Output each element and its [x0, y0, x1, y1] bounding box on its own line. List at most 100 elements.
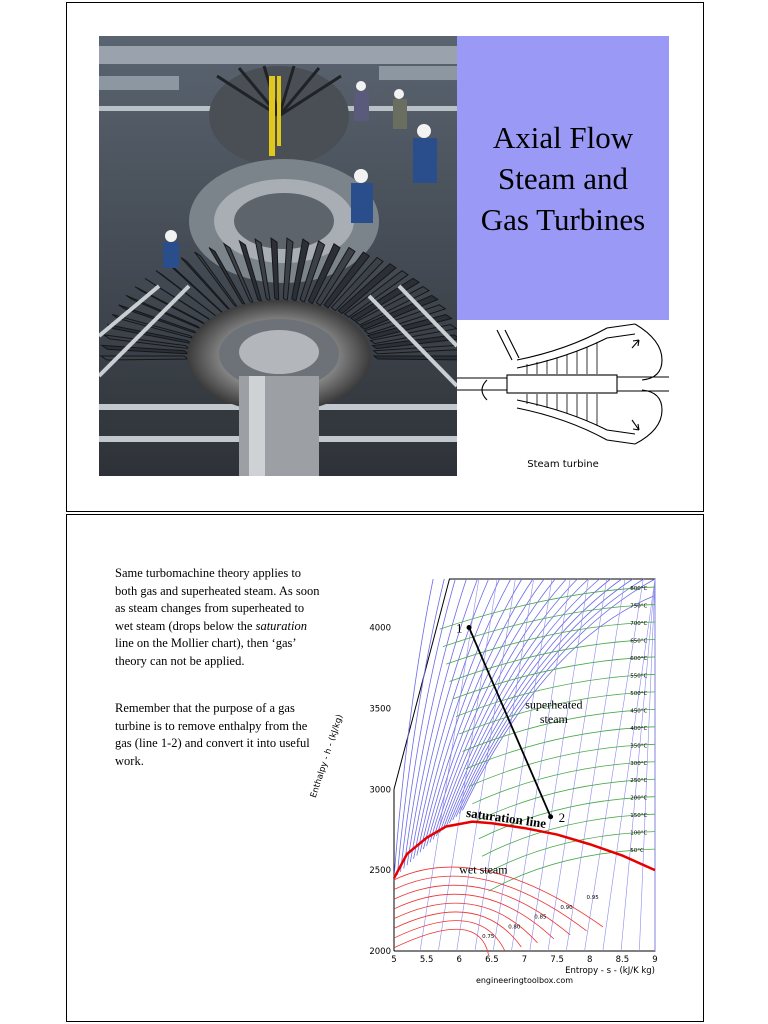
isotherm-line: [459, 691, 656, 735]
saturation-line: [392, 820, 656, 879]
quality-label: 0.75: [482, 934, 495, 940]
turbine-blade: [369, 324, 457, 345]
quality-line: [393, 920, 506, 952]
isotherm-label: 150°C: [630, 813, 647, 819]
paragraph-1: Same turbomachine theory applies to both…: [115, 565, 325, 671]
isobar-line: [396, 578, 445, 876]
volume-line: [438, 578, 498, 952]
isotherm-line: [442, 604, 656, 647]
isobar-line: [403, 578, 467, 869]
y-tick-label: 3500: [369, 704, 391, 714]
turbine-blade: [282, 237, 294, 302]
x-tick-label: 9: [652, 955, 657, 965]
isotherm-label: 450°C: [630, 708, 647, 714]
isotherm-line: [452, 656, 656, 700]
isobar-line: [432, 578, 567, 840]
y-tick-label: 3000: [369, 785, 391, 795]
point-2-marker: [548, 814, 554, 820]
quality-label: 0.95: [586, 895, 599, 901]
isotherm-line: [478, 796, 656, 840]
isotherm-label: 400°C: [630, 726, 647, 732]
turbine-blade: [343, 270, 409, 318]
x-axis-label: Entropy - s - (kJ/K kg): [565, 966, 655, 976]
isobar-line: [449, 578, 622, 824]
y-tick-label: 2500: [369, 866, 391, 876]
paragraph-1-part-1: Same turbomachine theory applies to both…: [115, 566, 320, 633]
paragraph-1-part-2: line on the Mollier chart), then ‘gas’ t…: [115, 636, 296, 668]
turbine-blade: [330, 256, 384, 312]
volume-line: [547, 578, 608, 952]
quality-label: 0.85: [534, 915, 547, 921]
isobar-line: [406, 578, 478, 866]
turbine-blade: [315, 246, 356, 307]
isotherm-line: [485, 831, 656, 875]
isobar-line: [422, 578, 534, 850]
title-line-1: Axial Flow: [492, 119, 634, 155]
isotherm-line: [462, 708, 656, 752]
slide-2: Same turbomachine theory applies to both…: [66, 514, 704, 1022]
isobar-line: [445, 578, 611, 827]
turbine-blade: [337, 263, 397, 315]
isobar-line: [413, 578, 501, 859]
quality-line: [393, 902, 538, 944]
volume-line: [492, 578, 553, 952]
x-tick-label: 6.5: [485, 955, 499, 965]
y-axis-label: Enthalpy - h - (kJ/kg): [309, 713, 345, 799]
isobar-line: [458, 578, 656, 814]
quality-line: [393, 884, 571, 936]
superheated-label: superheated: [525, 697, 582, 711]
turbine-blade: [307, 243, 341, 305]
isotherm-line: [475, 778, 656, 822]
isotherm-line: [468, 743, 656, 787]
wet-steam-label: wet steam: [459, 862, 508, 876]
quality-label: 0.90: [560, 905, 573, 911]
isotherm-label: 50°C: [630, 848, 644, 854]
isotherm-label: 700°C: [630, 621, 647, 627]
y-tick-label: 4000: [369, 624, 391, 634]
isotherm-label: 550°C: [630, 673, 647, 679]
isotherm-label: 250°C: [630, 778, 647, 784]
isobar-line: [400, 578, 456, 872]
quality-line: [393, 866, 604, 928]
x-tick-label: 5: [391, 955, 396, 965]
turbine-blade: [372, 355, 457, 361]
isobar-line: [439, 578, 589, 834]
isotherm-label: 800°C: [630, 586, 647, 592]
source-label: engineeringtoolbox.com: [476, 976, 573, 985]
isobar-line: [442, 578, 600, 830]
turbine-rotor-photo: [99, 36, 457, 476]
turbine-blade: [99, 355, 190, 361]
isotherm-label: 100°C: [630, 831, 647, 837]
point-2-label: 2: [559, 810, 566, 825]
isotherm-line: [465, 726, 656, 770]
isobar-line: [416, 578, 512, 856]
turbine-blade: [323, 251, 371, 309]
title-line-3: Gas Turbines: [480, 201, 646, 237]
slide-title: Axial Flow Steam and Gas Turbines: [463, 117, 663, 240]
isotherm-label: 600°C: [630, 656, 647, 662]
volume-line: [419, 578, 480, 952]
slide-1: Axial Flow Steam and Gas Turbines: [66, 2, 704, 512]
isobar-line: [462, 595, 656, 811]
turbine-blade: [372, 344, 457, 355]
chart-frame: [393, 578, 656, 952]
paragraph-2: Remember that the purpose of a gas turbi…: [115, 701, 310, 768]
saturation-emphasis: saturation: [255, 618, 307, 633]
isobar-line: [436, 578, 578, 837]
isotherm-line: [446, 621, 656, 665]
steam-label: steam: [540, 712, 569, 726]
isotherm-label: 200°C: [630, 796, 647, 802]
isotherm-label: 300°C: [630, 761, 647, 767]
isotherm-line: [488, 848, 656, 892]
volume-line: [456, 578, 516, 952]
isotherm-line: [455, 674, 656, 717]
title-line-2: Steam and: [498, 160, 628, 196]
isotherm-label: 750°C: [630, 604, 647, 610]
y-tick-label: 2000: [369, 947, 391, 957]
isotherm-line: [439, 586, 656, 630]
steam-turbine-diagram: Steam turbine: [457, 320, 669, 476]
x-tick-label: 6: [457, 955, 462, 965]
quality-line: [393, 875, 587, 932]
volume-line: [620, 578, 656, 952]
